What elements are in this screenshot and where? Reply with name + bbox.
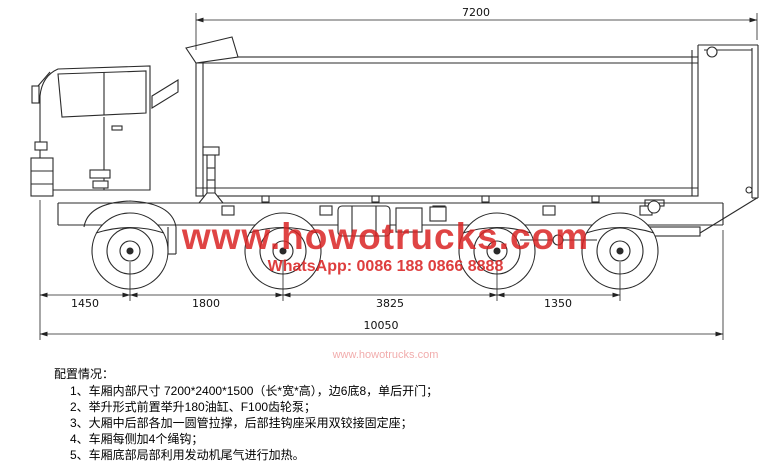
cab-step [89,169,111,179]
front-bumper [30,157,54,197]
cab-window [57,70,147,118]
note-line: 5、车厢底部局部利用发动机尾气进行加热。 [70,448,305,462]
wheels [91,212,659,290]
mirror-arm [37,71,51,87]
dimension-lines [39,13,758,340]
cab [30,65,179,255]
note-line: 3、大厢中后部各加一圆管拉撑，后部挂钩座采用双铰接固定座； [70,416,413,430]
headlight [34,141,48,151]
truck-technical-drawing: 7200 1450 1800 3825 1350 10050 [30,6,759,340]
note-line: 1、车厢内部尺寸 7200*2400*1500（长*宽*高），边6底8，单后开门… [70,384,439,398]
dim-front-overhang: 1450 [71,297,99,310]
front-canopy [185,36,239,64]
bogie-pivot [552,234,564,246]
rope-hook [371,195,380,203]
dim-box-length: 7200 [462,6,490,19]
rope-hook [261,195,270,203]
cab-step [92,180,109,189]
rear-hook-assembly [644,197,758,237]
dim-axle2-axle3: 3825 [376,297,404,310]
suspension [95,227,655,246]
wheel-axle4 [581,212,659,290]
mirror [31,85,40,104]
cargo-box [185,36,699,203]
dim-total-length: 10050 [364,319,399,332]
notes-title: 配置情况： [54,367,115,381]
note-line: 4、车厢每侧加4个绳钩； [70,432,204,446]
note-line: 2、举升形式前置举升180油缸、F100齿轮泵； [70,400,317,414]
dim-axle3-axle4: 1350 [544,297,572,310]
rope-hook [591,195,600,203]
door-handle [111,125,123,131]
fuel-tank [337,205,447,237]
wheel-axle2 [244,212,322,290]
dim-axle1-axle2: 1800 [192,297,220,310]
dimension-labels: 7200 1450 1800 3825 1350 10050 [71,6,572,332]
wheel-axle3 [458,212,536,290]
tailgate-hinge [706,46,718,58]
tailgate [697,44,759,199]
front-fender [83,200,177,228]
lift-cylinder [197,146,225,204]
rope-hook [481,195,490,203]
tailgate-lock [745,186,753,194]
air-intake [151,79,179,109]
config-notes: 配置情况： 1、车厢内部尺寸 7200*2400*1500（长*宽*高），边6底… [54,366,438,463]
